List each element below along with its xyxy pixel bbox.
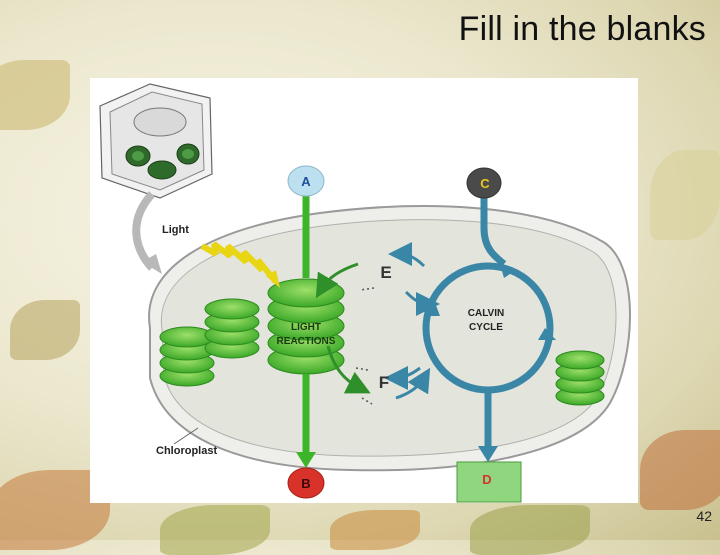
blank-a-label: A <box>301 174 311 189</box>
blank-d-label: D <box>482 472 491 487</box>
blank-d-box <box>456 461 522 503</box>
blank-b-circle <box>287 467 325 499</box>
blank-e-label: E <box>380 263 391 282</box>
blank-c-label: C <box>480 176 490 191</box>
blank-c-circle <box>466 167 502 199</box>
blank-f-label: F <box>379 373 389 392</box>
chloroplast-label: Chloroplast <box>156 445 217 457</box>
light-label: Light <box>162 224 189 236</box>
blank-b-label: B <box>301 476 310 491</box>
grana-stack-left <box>159 298 260 387</box>
blank-a-circle <box>287 165 325 197</box>
calvin-cycle-label-1: CALVIN <box>468 308 504 319</box>
plant-cell-illustration <box>99 83 213 199</box>
slide-title: Fill in the blanks <box>458 10 706 48</box>
photosynthesis-diagram: A C B D E F Light LIGHT REACTIONS CALVIN… <box>90 78 638 503</box>
light-reactions-label-1: LIGHT <box>291 322 321 333</box>
light-reactions-label-2: REACTIONS <box>277 336 336 347</box>
page-number: 42 <box>696 508 712 524</box>
light-bolt-icon <box>200 241 279 284</box>
grana-stack-right <box>555 350 605 406</box>
zoom-arrow <box>132 191 156 271</box>
calvin-cycle-label-2: CYCLE <box>469 322 503 333</box>
